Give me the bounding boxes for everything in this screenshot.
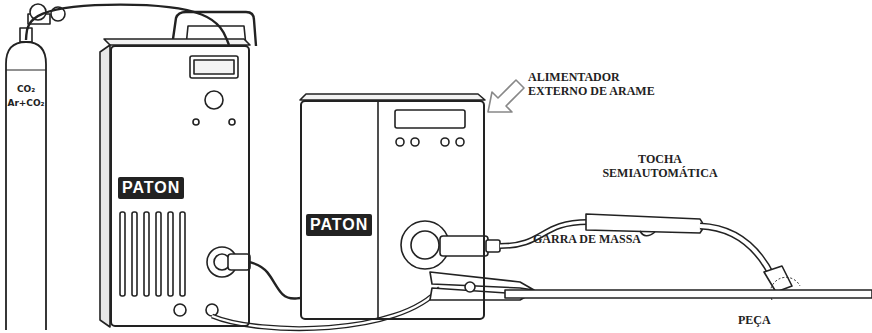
callout-label: PEÇA	[738, 313, 798, 327]
torch-nozzle	[764, 266, 792, 292]
gas-label: Ar+CO₂	[4, 98, 48, 108]
brand-logo: PATON	[118, 177, 184, 199]
control-button	[411, 138, 419, 146]
control-button	[441, 138, 449, 146]
pressure-gauge	[30, 4, 46, 20]
vent-slot	[120, 212, 125, 296]
power-cable	[250, 262, 300, 298]
brand-logo: PATON	[306, 214, 372, 236]
display-panel	[190, 56, 238, 78]
clamp-spring	[465, 282, 475, 292]
output-socket	[174, 304, 186, 316]
control-button	[456, 138, 464, 146]
control-button	[229, 119, 235, 125]
panel-edge	[377, 100, 379, 320]
torch-socket	[411, 231, 439, 259]
torch-neck	[700, 226, 772, 276]
gas-hose	[26, 5, 229, 45]
display-screen	[194, 60, 234, 74]
vent-slot	[180, 212, 185, 296]
vent-slot	[156, 212, 161, 296]
machine-side	[100, 45, 110, 327]
vent-slot	[168, 212, 173, 296]
cylinder-band	[6, 70, 46, 71]
control-knob	[205, 91, 223, 109]
callout-arrow	[488, 80, 524, 112]
cylinder-valve	[20, 28, 32, 42]
output-socket	[206, 304, 218, 316]
control-button	[396, 138, 404, 146]
workpiece	[505, 290, 872, 298]
torch-trigger	[640, 231, 655, 236]
clamp-jaw	[430, 272, 534, 290]
wire-feeder: PATON	[300, 100, 485, 320]
ground-cable	[212, 288, 440, 329]
vent-slot	[132, 212, 137, 296]
callout-label: ALIMENTADOR EXTERNO DE ARAME	[528, 70, 678, 98]
control-button	[193, 119, 199, 125]
torch-plug	[486, 240, 500, 252]
cylinder-outline	[4, 40, 48, 330]
pressure-gauge	[51, 7, 65, 21]
callout-label: TOCHA SEMIAUTOMÁTICA	[595, 152, 725, 180]
ground-cable	[212, 288, 440, 329]
torch-plug	[440, 236, 488, 256]
torch-neck	[700, 226, 772, 276]
gas-label: CO₂	[4, 84, 48, 94]
vent-slot	[144, 212, 149, 296]
cable-plug	[228, 254, 250, 270]
display-panel	[395, 110, 465, 128]
gas-cylinder: CO₂ Ar+CO₂	[4, 40, 48, 330]
callout-label: GARRA DE MASSA	[533, 232, 693, 246]
welding-machine: PATON	[110, 45, 250, 327]
torch-handle	[586, 214, 703, 233]
